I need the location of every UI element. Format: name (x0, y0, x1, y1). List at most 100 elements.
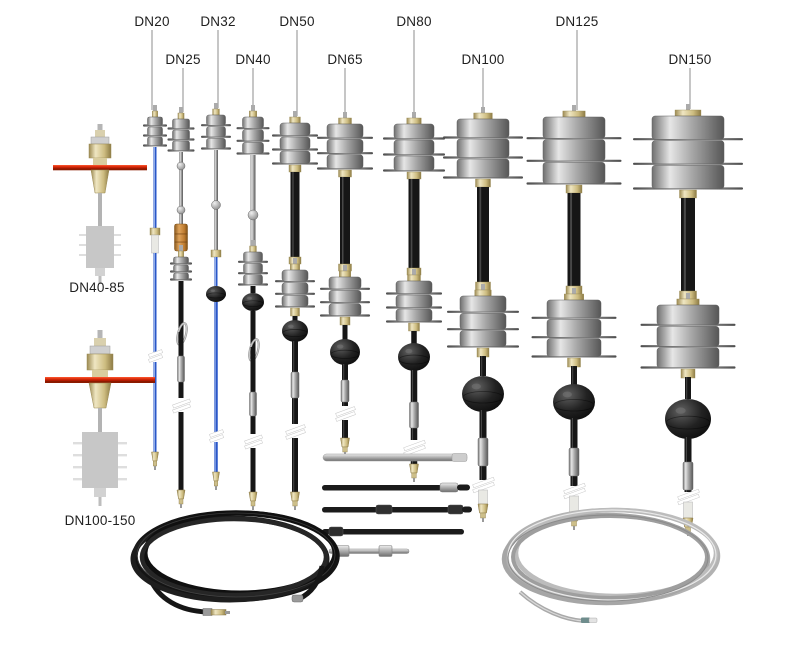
break-symbol (677, 488, 700, 506)
disc-stack (386, 269, 442, 323)
hose (153, 253, 157, 352)
flange-unit-dn40-85 (53, 124, 147, 284)
disc-stack (167, 107, 195, 152)
hose (250, 311, 256, 347)
coupling-rod (328, 545, 410, 557)
label-dn125: DN125 (555, 14, 599, 29)
shaft (290, 172, 300, 257)
brass-head (86, 353, 114, 371)
break-symbol (403, 439, 426, 457)
sleeve (683, 501, 693, 519)
label-dn25: DN25 (165, 52, 201, 67)
shaft (567, 193, 581, 286)
brass-collar (339, 316, 351, 326)
shaft (214, 257, 218, 286)
nozzle-tip (409, 463, 419, 482)
brass-collar (290, 307, 300, 317)
extension-rod-2 (322, 504, 472, 515)
disc-stack (531, 288, 617, 358)
disc-stack (143, 105, 167, 147)
brass-head (88, 143, 112, 159)
nozzle-tip (340, 437, 350, 456)
metal-sleeve (249, 391, 257, 417)
label-dn40: DN40 (235, 52, 271, 67)
black-hose-coil (130, 510, 340, 616)
hose (250, 347, 256, 434)
sleeve (478, 489, 488, 505)
brass-collar (288, 164, 302, 173)
label-dn150: DN150 (668, 52, 712, 67)
hose (292, 316, 298, 322)
brass-collar (679, 189, 697, 199)
hose (685, 377, 691, 399)
disc-stack (236, 105, 270, 155)
assembly-dn80 (383, 112, 445, 482)
disc-stack (317, 112, 373, 170)
label-dn32: DN32 (200, 14, 236, 29)
hose (178, 412, 184, 490)
hose (571, 366, 577, 386)
break-symbol (148, 349, 163, 363)
float-bead (176, 205, 186, 215)
shaft (408, 179, 420, 268)
brass-collar (567, 357, 581, 368)
float-ball (462, 376, 504, 412)
hose (250, 286, 256, 293)
nozzle-tip (477, 503, 489, 522)
assembly-dn150 (633, 104, 743, 536)
shaft (250, 155, 256, 252)
cable-end-ferrule (581, 617, 590, 623)
brass-collar (406, 171, 422, 180)
assembly-dn32 (201, 103, 231, 490)
float-ball (398, 343, 430, 371)
extension-rods (322, 453, 472, 557)
brass-collar (338, 169, 352, 178)
label-dn20: DN20 (134, 14, 170, 29)
label-dn80: DN80 (396, 14, 432, 29)
float-ball (330, 339, 360, 365)
pipe-body (82, 432, 118, 488)
shaft (153, 147, 157, 228)
disc-stack (447, 284, 519, 348)
float-bead (247, 209, 259, 221)
extension-rod-3 (322, 526, 464, 537)
float-ball (282, 320, 308, 342)
hose (214, 302, 218, 432)
disc-stack (640, 293, 736, 369)
assembly-dn65 (317, 112, 373, 456)
break-symbol (209, 429, 224, 443)
red-flange-disc (53, 165, 147, 169)
break-symbol (244, 434, 263, 450)
aluminum-tube (322, 453, 468, 462)
assembly-dn20 (143, 105, 167, 470)
float-ball (553, 384, 595, 420)
break-symbol (285, 424, 306, 440)
brass-collar (149, 227, 161, 236)
nozzle-tip (290, 491, 300, 510)
hose (214, 442, 218, 472)
hose (411, 331, 417, 344)
shaft (681, 198, 695, 291)
hose (178, 281, 184, 332)
red-flange-disc (45, 377, 155, 381)
label-dn65: DN65 (327, 52, 363, 67)
nozzle-tip (176, 489, 186, 508)
hose-ferrule (291, 594, 304, 603)
float-bead (211, 200, 221, 210)
shaft (477, 187, 489, 282)
disc-stack (272, 111, 318, 165)
brass-collar (408, 322, 420, 332)
break-symbol (563, 482, 586, 500)
label-dn50: DN50 (279, 14, 315, 29)
disc-stack (238, 240, 268, 286)
disc-stack (526, 105, 622, 185)
disc-stack (201, 103, 231, 150)
metal-sleeve (409, 401, 419, 429)
metal-sleeve (340, 379, 350, 403)
hose (292, 438, 298, 492)
disc-stack (383, 112, 445, 172)
brass-hose-tip (210, 609, 227, 616)
shaft (214, 150, 218, 250)
metal-sleeve (682, 461, 694, 491)
